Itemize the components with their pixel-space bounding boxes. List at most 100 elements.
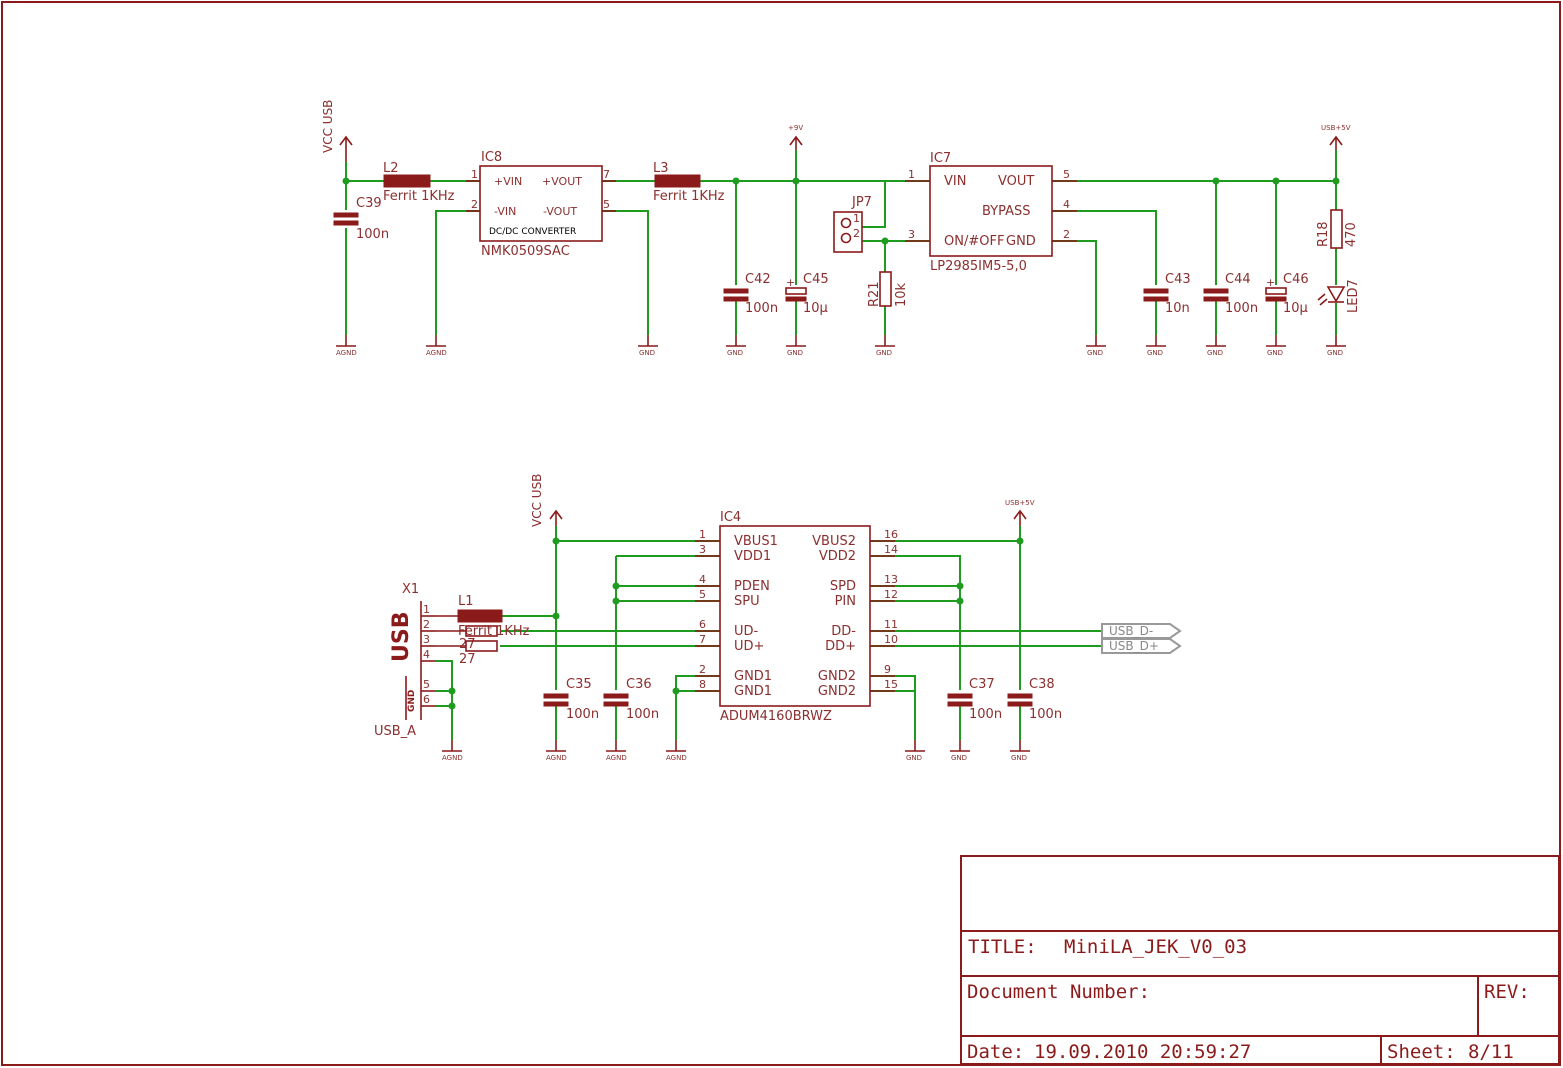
ic8-pin-vin-minus: -VIN bbox=[494, 205, 516, 218]
c42-value: 100n bbox=[745, 301, 778, 316]
supply-vcc-usb-bottom: VCC USB bbox=[530, 474, 563, 527]
ic7-pin-vout: VOUT bbox=[998, 174, 1034, 189]
r21-value: 10k bbox=[894, 282, 909, 307]
supply-plus9v: +9V bbox=[788, 124, 803, 150]
top-power-circuit: VCC USB bbox=[321, 100, 1361, 357]
ground-label: GND bbox=[951, 754, 967, 762]
usb-dp-text: USB_D+ bbox=[1109, 639, 1159, 653]
x1-name: X1 bbox=[402, 582, 419, 597]
jp7-pin-2: 2 bbox=[853, 227, 860, 240]
led7: LED7 bbox=[1317, 279, 1361, 313]
bottom-grounds: AGND AGND AGND AGND GND GND GND bbox=[442, 740, 1030, 762]
ic4-pin-number: 6 bbox=[699, 618, 706, 631]
x1-usb-label: USB bbox=[389, 612, 414, 662]
ic7-pin-bypass: BYPASS bbox=[982, 204, 1031, 219]
r18-value: 470 bbox=[1344, 222, 1359, 247]
ground-label: AGND bbox=[546, 754, 567, 762]
c36-value: 100n bbox=[626, 707, 659, 722]
top-junctions bbox=[342, 177, 1340, 245]
x1-pin: 5 bbox=[423, 678, 430, 691]
c44-value: 100n bbox=[1225, 301, 1258, 316]
capacitor-c35: C35 100n bbox=[543, 677, 599, 722]
ic7-name: IC7 bbox=[930, 151, 951, 166]
ic4-pin-number: 3 bbox=[699, 543, 706, 556]
ic4-pin-number: 4 bbox=[699, 573, 706, 586]
c35-name: C35 bbox=[566, 677, 592, 692]
ic7-regulator: IC7 VIN ON/#OFF VOUT BYPASS GND 1 3 5 4 … bbox=[905, 151, 1077, 274]
top-wires bbox=[345, 150, 1337, 335]
capacitor-c45: + C45 10µ bbox=[785, 272, 829, 316]
ic7-pin-gnd: GND bbox=[1006, 234, 1036, 249]
ic4-pin-name: GND1 bbox=[734, 684, 772, 699]
ic7-pin-num-4: 4 bbox=[1063, 198, 1070, 211]
usb-dm-text: USB_D- bbox=[1109, 624, 1153, 638]
ic8-pin-vout-plus: +VOUT bbox=[542, 175, 582, 188]
ic8-pin-num-2: 2 bbox=[471, 198, 478, 211]
ground-label: AGND bbox=[442, 754, 463, 762]
title-label: TITLE: bbox=[968, 936, 1037, 958]
sheet-label: Sheet: bbox=[1387, 1041, 1456, 1063]
resistor-r21: R21 10k bbox=[867, 271, 909, 307]
ground-label: GND bbox=[1147, 349, 1163, 357]
c39-value: 100n bbox=[356, 227, 389, 242]
ic4-pin-name: VBUS2 bbox=[812, 534, 856, 549]
ground-label: GND bbox=[1011, 754, 1027, 762]
ic8-desc: DC/DC CONVERTER bbox=[489, 227, 576, 237]
ic4-pin-name: PDEN bbox=[734, 579, 770, 594]
x1-pin: 6 bbox=[423, 693, 430, 706]
c45-value: 10µ bbox=[803, 301, 828, 316]
ic4-pin-name: GND2 bbox=[818, 669, 856, 684]
capacitor-c36: C36 100n bbox=[603, 677, 659, 722]
l2-name: L2 bbox=[383, 161, 399, 176]
ground-label: AGND bbox=[606, 754, 627, 762]
ground-label: AGND bbox=[426, 349, 447, 357]
ic8-dcdc: IC8 +VIN -VIN +VOUT -VOUT 1 2 7 5 DC/DC … bbox=[466, 150, 616, 259]
net-label-usb-dm: USB_D- bbox=[1101, 623, 1182, 639]
ic7-pin-on-off: ON/#OFF bbox=[944, 234, 1004, 249]
ic4-pin-number: 14 bbox=[884, 543, 898, 556]
ic8-pin-num-1: 1 bbox=[471, 168, 478, 181]
capacitor-c44: C44 100n bbox=[1203, 272, 1258, 316]
x1-pin: 1 bbox=[423, 603, 430, 616]
ic4-pin-name: PIN bbox=[835, 594, 856, 609]
c45-plus: + bbox=[786, 276, 795, 289]
net-label-usb-dp: USB_D+ bbox=[1101, 638, 1182, 654]
r-a-value: 27 bbox=[459, 637, 476, 652]
ic7-pin-num-5: 5 bbox=[1063, 168, 1070, 181]
inductor-l3: L3 Ferrit 1KHz bbox=[653, 161, 725, 204]
supply-label: +9V bbox=[788, 124, 803, 132]
c45-name: C45 bbox=[803, 272, 829, 287]
ic7-pin-vin: VIN bbox=[944, 174, 966, 189]
ic4-pin-name: SPU bbox=[734, 594, 760, 609]
jumper-jp7: JP7 1 2 bbox=[833, 195, 872, 253]
c39-name: C39 bbox=[356, 196, 382, 211]
supply-label: USB+5V bbox=[1005, 499, 1035, 507]
ground-label: GND bbox=[1267, 349, 1283, 357]
ground-label: GND bbox=[1327, 349, 1343, 357]
ic8-pin-vin-plus: +VIN bbox=[494, 175, 522, 188]
r21-name: R21 bbox=[867, 281, 882, 307]
c37-name: C37 bbox=[969, 677, 995, 692]
title-block: TITLE: MiniLA_JEK_V0_03 Document Number:… bbox=[960, 855, 1560, 1065]
ic4-pin-name: UD+ bbox=[734, 639, 764, 654]
l1-name: L1 bbox=[458, 594, 474, 609]
supply-label: VCC USB bbox=[321, 100, 335, 153]
x1-gnd-label: GND bbox=[407, 690, 417, 712]
ic4-pin-number: 13 bbox=[884, 573, 898, 586]
ic4-pin-number: 8 bbox=[699, 678, 706, 691]
ground-label: GND bbox=[787, 349, 803, 357]
ic4-pin-name: UD- bbox=[734, 624, 759, 639]
doc-number-label: Document Number: bbox=[967, 981, 1150, 1003]
resistor-r18: R18 470 bbox=[1316, 209, 1359, 249]
ic4-pin-name: GND2 bbox=[818, 684, 856, 699]
ground-label: GND bbox=[876, 349, 892, 357]
jp7-name: JP7 bbox=[851, 195, 872, 210]
c38-value: 100n bbox=[1029, 707, 1062, 722]
ground-label: GND bbox=[1207, 349, 1223, 357]
capacitor-c39: C39 100n bbox=[333, 196, 389, 242]
c44-name: C44 bbox=[1225, 272, 1251, 287]
supply-usb5v-bottom: USB+5V bbox=[1005, 499, 1035, 526]
capacitor-c42: C42 100n bbox=[723, 272, 778, 316]
